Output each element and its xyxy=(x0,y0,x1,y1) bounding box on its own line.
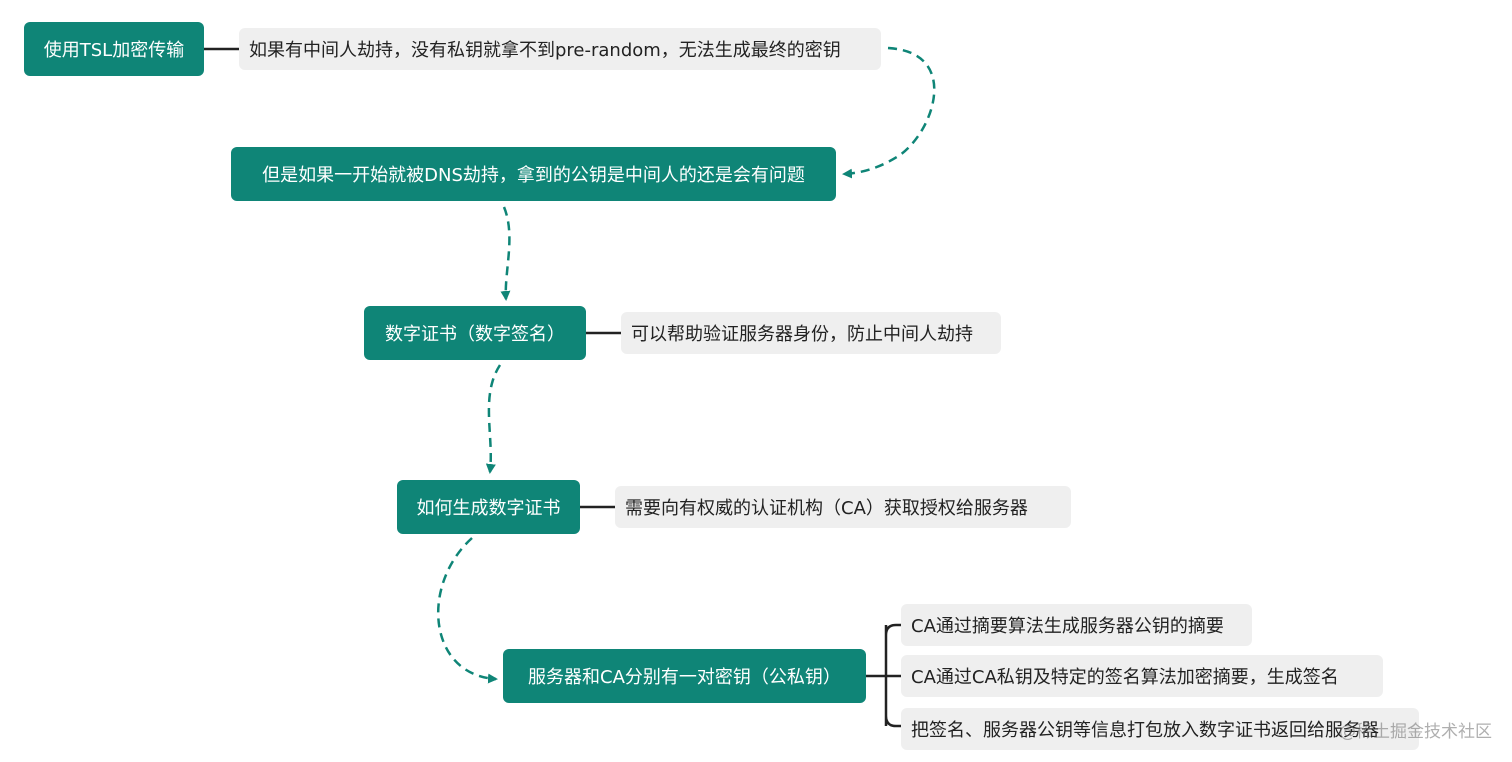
node-tls-encryption: 使用TSL加密传输 xyxy=(24,22,204,76)
arrow-n2-to-n3 xyxy=(500,206,511,301)
note-ca-sign-digest: CA通过CA私钥及特定的签名算法加密摘要，生成签名 xyxy=(901,655,1383,697)
node-dns-hijack-problem: 但是如果一开始就被DNS劫持，拿到的公钥是中间人的还是会有问题 xyxy=(231,147,836,201)
note-request-ca-authorization: 需要向有权威的认证机构（CA）获取授权给服务器 xyxy=(615,486,1071,528)
arrow-n4-to-n5 xyxy=(436,537,498,684)
note-verify-server-identity: 可以帮助验证服务器身份，防止中间人劫持 xyxy=(621,312,1001,354)
node-server-ca-key-pairs: 服务器和CA分别有一对密钥（公私钥） xyxy=(503,649,866,703)
note-ca-digest: CA通过摘要算法生成服务器公钥的摘要 xyxy=(901,604,1252,646)
watermark: @稀土掘金技术社区 xyxy=(1339,722,1492,742)
arrow-n1-to-n2 xyxy=(842,46,936,179)
note-mitm-without-private-key: 如果有中间人劫持，没有私钥就拿不到pre-random，无法生成最终的密钥 xyxy=(239,28,881,70)
note-package-certificate: 把签名、服务器公钥等信息打包放入数字证书返回给服务器 xyxy=(901,708,1419,750)
connector-n5-tree xyxy=(866,623,902,728)
node-digital-certificate: 数字证书（数字签名） xyxy=(364,306,586,360)
node-how-generate-certificate: 如何生成数字证书 xyxy=(397,480,580,534)
arrow-n3-to-n4 xyxy=(485,364,502,474)
